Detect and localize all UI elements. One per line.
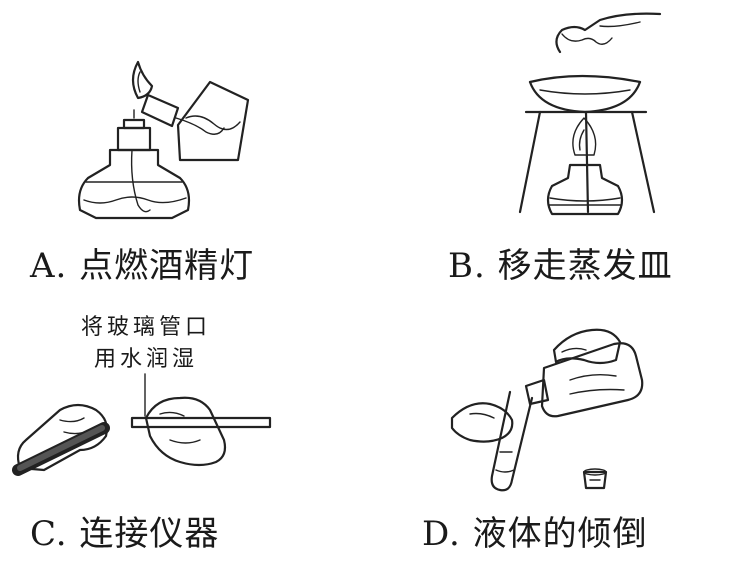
- caption-a: A. 点燃酒精灯: [30, 246, 255, 286]
- note-line-2: 用水润湿: [93, 347, 198, 372]
- panel-b-illustration: [518, 12, 662, 216]
- panel-c-illustration: [12, 396, 272, 476]
- panel-d-illustration: [450, 328, 644, 492]
- note-wet-tube: 将玻璃管口 用水润湿: [66, 312, 226, 376]
- caption-c: C. 连接仪器: [30, 514, 220, 554]
- caption-b: B. 移走蒸发皿: [448, 246, 673, 286]
- panel-a-illustration: [77, 60, 250, 220]
- note-line-1: 将玻璃管口: [80, 315, 211, 340]
- caption-d: D. 液体的倾倒: [422, 514, 648, 554]
